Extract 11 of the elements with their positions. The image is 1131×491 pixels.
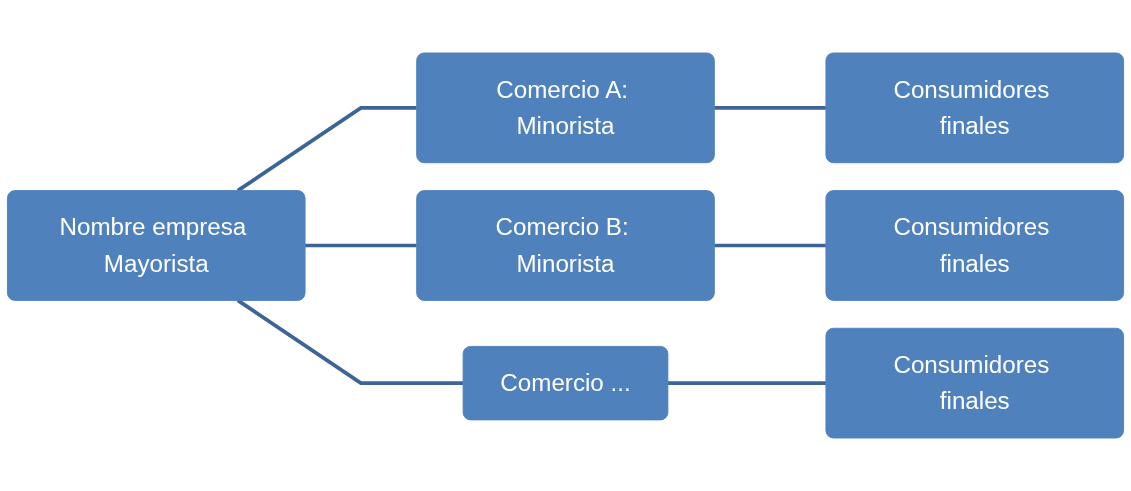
node-box: Nombre empresa Mayorista: [6, 190, 306, 301]
connector: [714, 106, 826, 110]
node-box: Comercio A: Minorista: [416, 52, 715, 164]
node-box: Consumidores finales: [825, 52, 1125, 164]
node-box: Comercio B: Minorista: [416, 190, 715, 301]
node-box: Consumidores finales: [825, 327, 1125, 439]
node-box: Comercio ...: [462, 345, 669, 421]
connector: [305, 243, 417, 248]
connector: [667, 381, 826, 385]
node-box: Consumidores finales: [825, 190, 1125, 301]
connector: [714, 243, 826, 248]
